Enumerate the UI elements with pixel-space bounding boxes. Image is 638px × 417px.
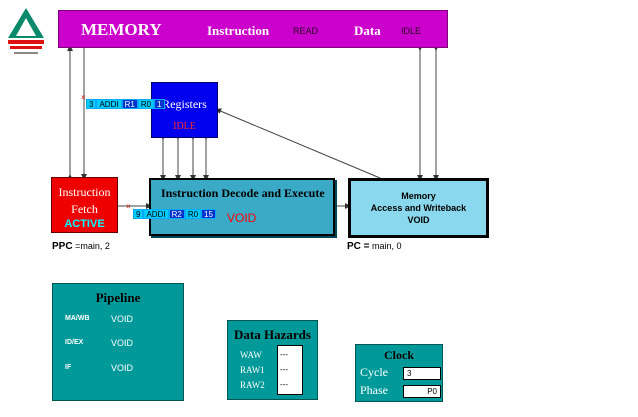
- mawb-title: Memory Access and Writeback VOID: [370, 191, 467, 225]
- pipeline-stage-name: IF: [65, 364, 72, 371]
- hazard-value: ---: [280, 380, 288, 389]
- decode-execute-unit: Instruction Decode and Execute VOID: [149, 178, 335, 236]
- fetch-instruction-token: 3 ADDI R1 R0 1: [86, 99, 165, 109]
- token-dest: R2: [168, 209, 185, 219]
- svg-text:×: ×: [81, 93, 86, 102]
- memory-instruction-status: READ: [293, 26, 319, 36]
- pipeline-panel: Pipeline MA/WB VOID ID/EX VOID IF VOID: [52, 283, 184, 401]
- data-hazards-panel: Data Hazards WAW RAW1 RAW2 --- --- ---: [227, 320, 318, 400]
- fetch-unit: Instruction Fetch ACTIVE: [51, 177, 118, 233]
- hazard-label: RAW2: [240, 380, 265, 390]
- pc-label: PC =: [347, 241, 370, 252]
- fetch-status: ACTIVE: [64, 218, 105, 230]
- hazards-title: Data Hazards: [234, 327, 311, 342]
- decode-instruction-token: 9 ADDI R2 R0 15: [133, 209, 216, 219]
- hazard-value: ---: [280, 365, 288, 374]
- pc-value: main, 0: [372, 241, 402, 251]
- token-imm: 15: [201, 209, 216, 219]
- token-src: R0: [137, 99, 155, 109]
- hazard-value: ---: [280, 350, 288, 359]
- decode-status: VOID: [227, 211, 257, 225]
- pipeline-stage-name: ID/EX: [65, 339, 84, 346]
- hazard-label: RAW1: [240, 365, 265, 375]
- memory-data-label: Data: [354, 23, 381, 38]
- phase-field: P0: [403, 385, 441, 398]
- ppc-value: =main, 2: [75, 241, 110, 251]
- memory-instruction-label: Instruction: [207, 23, 270, 38]
- memory-access-writeback-unit: Memory Access and Writeback VOID: [348, 178, 489, 238]
- registers-title: Registers: [162, 97, 207, 111]
- svg-text:×: ×: [126, 202, 131, 211]
- pipeline-stage-value: VOID: [111, 338, 134, 348]
- fetch-title: Instruction Fetch: [58, 185, 111, 216]
- pipeline-title: Pipeline: [95, 290, 141, 305]
- clock-title: Clock: [384, 348, 414, 362]
- pipeline-stage-value: VOID: [111, 314, 134, 324]
- pipeline-stage-value: VOID: [111, 363, 134, 373]
- ppc-readout: PPC =main, 2: [52, 241, 110, 252]
- pipeline-stage-name: MA/WB: [65, 315, 90, 322]
- registers-unit: Registers IDLE: [151, 82, 218, 138]
- cycle-field: 3: [403, 367, 441, 380]
- token-opcode: ADDI: [143, 209, 169, 219]
- pc-readout: PC = main, 0: [347, 241, 402, 252]
- token-id: 3: [86, 99, 97, 109]
- ppc-label: PPC: [52, 241, 73, 252]
- registers-status: IDLE: [173, 121, 196, 132]
- hazard-values-box: --- --- ---: [277, 345, 303, 395]
- memory-bar: MEMORY Instruction READ Data IDLE: [58, 10, 448, 48]
- memory-data-status: IDLE: [401, 26, 422, 36]
- token-id: 9: [133, 209, 144, 219]
- memory-title: MEMORY: [81, 20, 162, 39]
- token-imm: 1: [154, 99, 165, 109]
- token-dest: R1: [121, 99, 138, 109]
- logo-icon: [8, 8, 44, 54]
- token-src: R0: [184, 209, 202, 219]
- token-opcode: ADDI: [96, 99, 122, 109]
- phase-label: Phase: [360, 383, 388, 397]
- cycle-label: Cycle: [360, 365, 388, 379]
- decode-title: Instruction Decode and Execute: [161, 186, 325, 200]
- hazard-label: WAW: [240, 350, 262, 360]
- clock-panel: Clock Cycle 3 Phase P0: [355, 344, 443, 402]
